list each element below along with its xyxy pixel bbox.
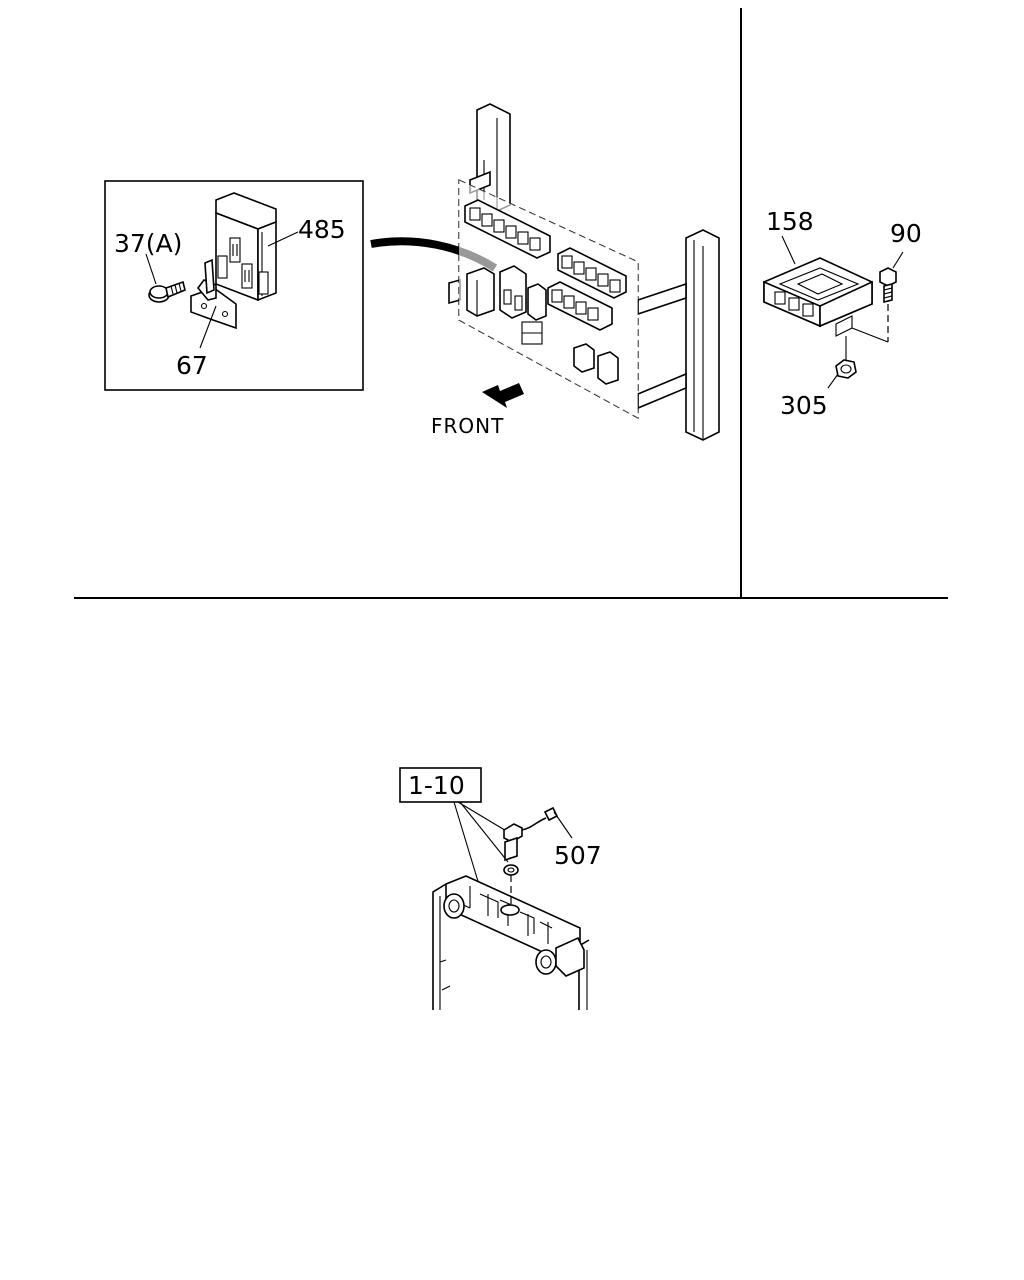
label-37a: 37(A) — [114, 229, 182, 258]
relay-row-lower — [547, 281, 613, 331]
relay-485-drawing — [215, 192, 277, 302]
front-arrow — [482, 383, 524, 408]
relay-row-middle — [557, 247, 627, 299]
label-67: 67 — [176, 351, 208, 380]
label-485: 485 — [298, 215, 346, 244]
label-front: FRONT — [431, 414, 504, 438]
control-unit-158-drawing — [763, 235, 904, 389]
label-507: 507 — [554, 841, 602, 870]
relay-panel-drawing — [448, 103, 720, 441]
bracket-67-drawing — [190, 258, 237, 330]
label-ref-1-10: 1-10 — [408, 771, 465, 800]
label-305: 305 — [780, 391, 828, 420]
relay-row-top — [464, 199, 551, 259]
radiator-drawing — [399, 767, 590, 1010]
label-90: 90 — [890, 219, 922, 248]
bolt-37a-drawing — [148, 280, 186, 303]
label-158: 158 — [766, 207, 814, 236]
detail-inset — [104, 180, 364, 391]
section-dividers — [74, 8, 948, 599]
